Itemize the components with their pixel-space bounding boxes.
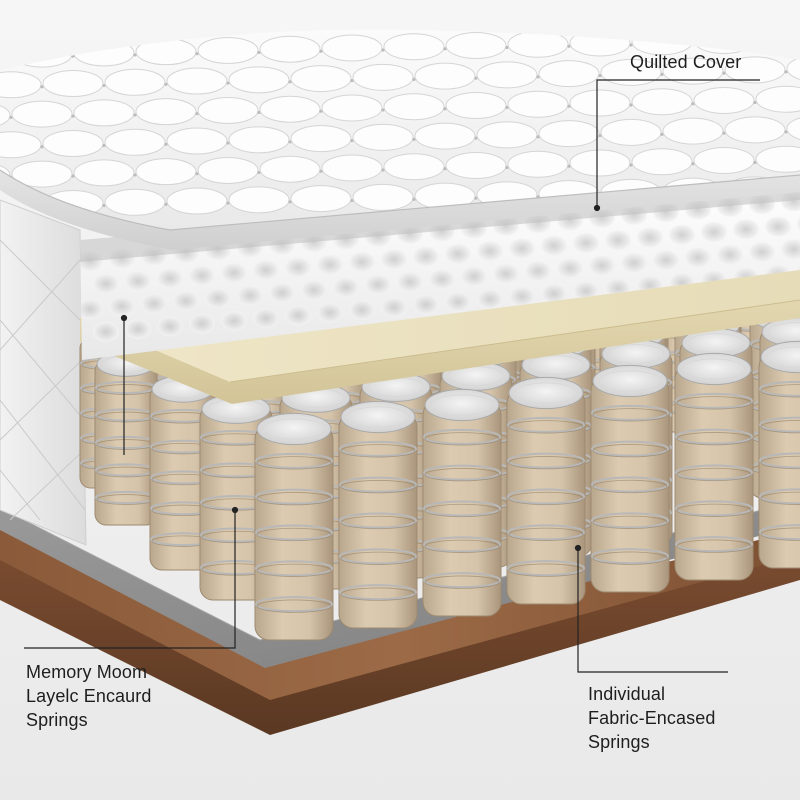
fabric-encased-spring: [254, 412, 334, 641]
memory-foam-layer: [80, 260, 800, 404]
label-memory-foam-line-3: Springs: [26, 710, 88, 730]
label-individual-springs: Individual Fabric-Encased Springs: [588, 682, 715, 754]
leader-dot-springs: [574, 544, 582, 552]
fabric-encased-spring: [94, 351, 158, 526]
label-springs-line-3: Springs: [588, 732, 650, 752]
leader-line-springs: [577, 548, 728, 673]
side-panel: [0, 199, 87, 546]
fabric-encased-spring: [674, 352, 754, 581]
leader-lines: [24, 79, 760, 673]
fabric-encased-spring: [758, 340, 800, 569]
leader-line-cover: [596, 79, 760, 208]
fabric-encased-spring: [422, 388, 502, 617]
fabric-encased-spring: [590, 364, 670, 593]
fabric-encased-spring: [506, 376, 586, 605]
label-springs-line-2: Fabric-Encased: [588, 708, 716, 728]
leader-dot-cover: [593, 204, 601, 212]
label-memory-foam-line-2: Layelc Encaurd: [26, 686, 152, 706]
fabric-encased-spring: [338, 400, 418, 629]
label-springs-line-1: Individual: [588, 684, 666, 704]
label-quilted-cover-text: Quilted Cover: [630, 52, 742, 72]
label-memory-foam: Memory Moom Layelc Encaurd Springs: [26, 660, 151, 732]
label-memory-foam-line-1: Memory Moom: [26, 662, 148, 682]
leader-dot-memory-top: [120, 314, 128, 322]
label-quilted-cover: Quilted Cover: [630, 50, 741, 74]
leader-dot-memory-spring: [231, 506, 239, 514]
leader-line-memory: [24, 318, 236, 649]
